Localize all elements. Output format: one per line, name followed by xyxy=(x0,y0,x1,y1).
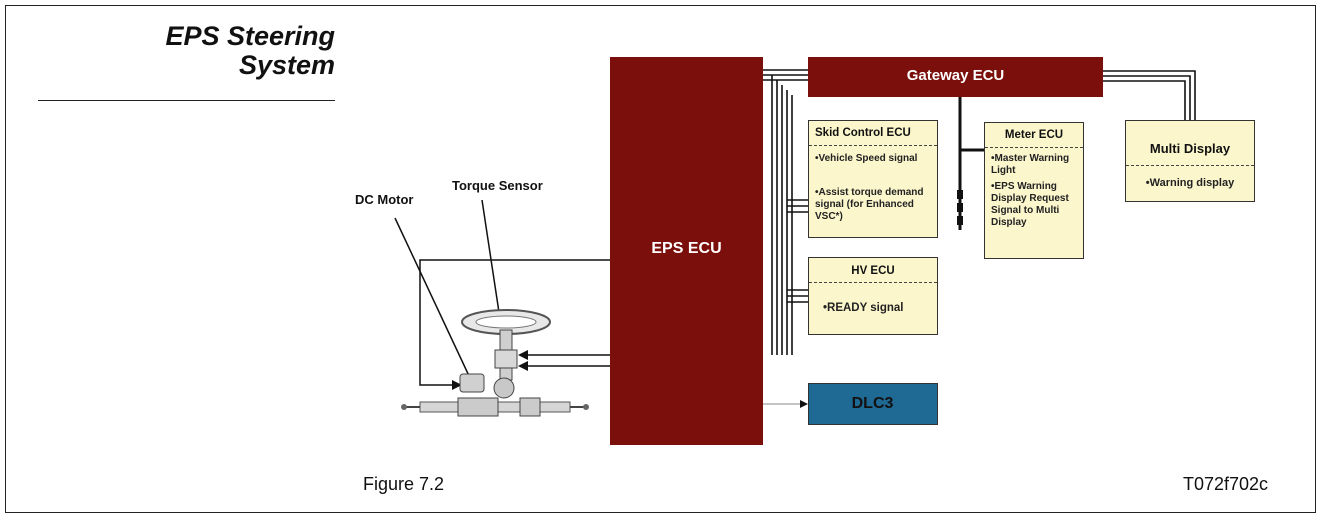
multi-display-title: Multi Display xyxy=(1149,141,1231,156)
divider xyxy=(809,145,937,146)
torque-sensor-label: Torque Sensor xyxy=(452,178,543,193)
meter-item-2: •EPS Warning Display Request Signal to M… xyxy=(991,181,1069,228)
meter-ecu-box: Meter ECU •Master Warning Light •EPS War… xyxy=(984,122,1084,259)
skid-control-title: Skid Control ECU xyxy=(815,127,911,139)
divider xyxy=(809,282,937,283)
page-title: EPS Steering System xyxy=(60,22,335,80)
hv-item-1: •READY signal xyxy=(823,302,904,314)
multi-display-item-1: •Warning display xyxy=(1145,177,1235,189)
title-line-1: EPS Steering xyxy=(165,21,335,51)
meter-ecu-title: Meter ECU xyxy=(1004,129,1064,141)
divider xyxy=(985,147,1083,148)
skid-item-2: •Assist torque demand signal (for Enhanc… xyxy=(815,187,924,222)
dlc3-block: DLC3 xyxy=(808,383,938,425)
hv-ecu-title: HV ECU xyxy=(851,265,895,277)
eps-ecu-label: EPS ECU xyxy=(651,240,722,257)
title-line-2: System xyxy=(238,50,335,80)
dc-motor-label: DC Motor xyxy=(355,192,414,207)
eps-ecu-block: EPS ECU xyxy=(610,57,763,445)
dlc3-label: DLC3 xyxy=(851,395,894,412)
page-frame xyxy=(5,5,1316,513)
meter-item-1: •Master Warning Light xyxy=(991,153,1070,176)
gateway-ecu-label: Gateway ECU xyxy=(906,67,1005,84)
figure-code: T072f702c xyxy=(1183,474,1269,494)
gateway-ecu-block: Gateway ECU xyxy=(808,57,1103,97)
skid-control-ecu-box: Skid Control ECU •Vehicle Speed signal •… xyxy=(808,120,938,238)
multi-display-box: Multi Display •Warning display xyxy=(1125,120,1255,202)
hv-ecu-box: HV ECU •READY signal xyxy=(808,257,938,335)
skid-item-1: •Vehicle Speed signal xyxy=(815,153,918,164)
figure-caption: Figure 7.2 xyxy=(363,474,445,494)
title-divider xyxy=(38,100,335,101)
divider xyxy=(1126,165,1254,166)
